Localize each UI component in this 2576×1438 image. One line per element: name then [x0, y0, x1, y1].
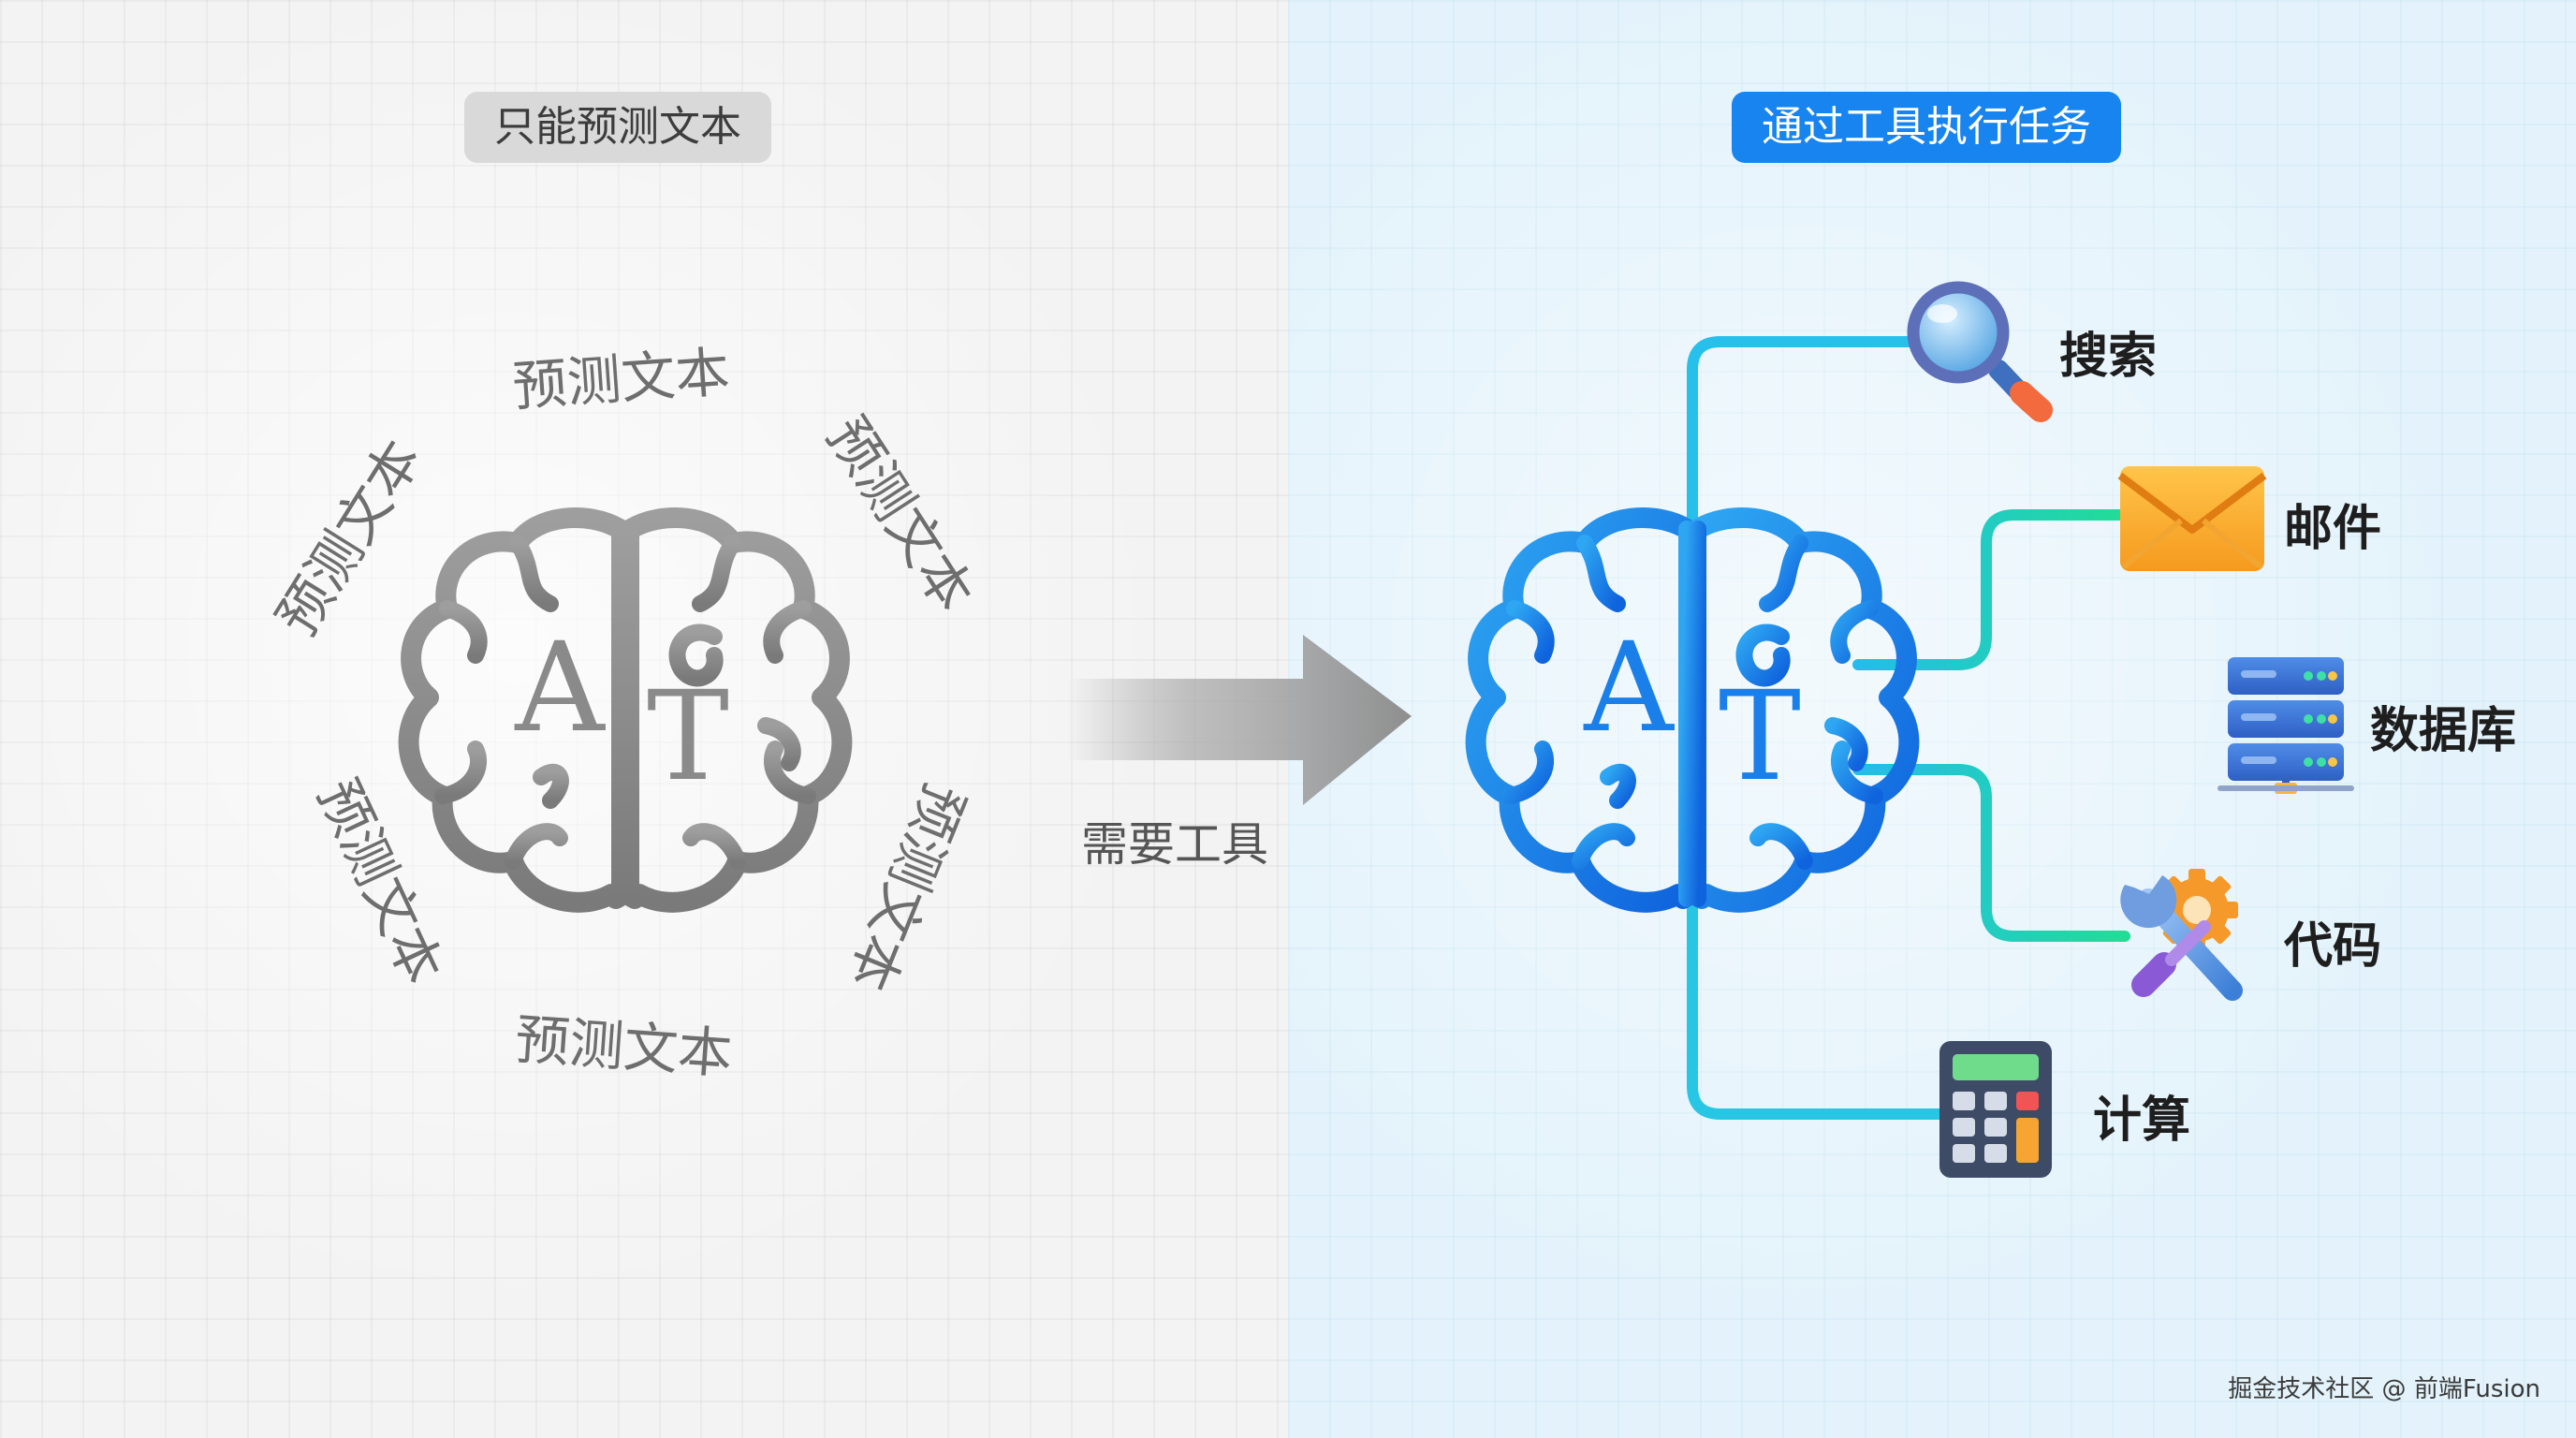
calculator-icon: [1939, 1041, 2052, 1178]
transition-arrow-icon: [1067, 635, 1412, 805]
tool-label-search: 搜索: [2059, 329, 2158, 385]
tool-connectors: [1687, 336, 2233, 1120]
blue-brain-icon: [1476, 518, 1910, 902]
blue-brain-letter-a: A: [1583, 616, 1675, 760]
ring-label-top-left: 预测文本: [265, 429, 434, 647]
left-panel-badge: 只能预测文本: [464, 92, 771, 163]
gray-brain-letter-a: A: [514, 616, 606, 760]
ring-label-top-right: 预测文本: [814, 405, 986, 623]
tool-label-database: 数据库: [2370, 703, 2517, 759]
gray-brain-letter-t: T: [647, 665, 729, 809]
blue-brain-letter-t: T: [1719, 665, 1801, 809]
envelope-icon: [2117, 466, 2267, 571]
wrench-gear-icon: [2120, 869, 2243, 1001]
tool-label-code: 代码: [2284, 918, 2382, 975]
gray-brain-icon: [409, 518, 842, 902]
right-panel-badge: 通过工具执行任务: [1732, 92, 2121, 163]
arrow-label: 需要工具: [1081, 817, 1268, 872]
watermark: 掘金技术社区 @ 前端Fusion: [2228, 1375, 2540, 1403]
ring-label-bottom-right: 预测文本: [837, 774, 977, 1000]
magnifier-icon: [1907, 281, 2053, 422]
right-panel: [1288, 0, 2576, 1438]
tool-label-email: 邮件: [2284, 501, 2382, 557]
ring-label-bottom: 预测文本: [513, 1007, 734, 1086]
ring-label-top: 预测文本: [511, 340, 732, 418]
tool-label-calculate: 计算: [2093, 1093, 2191, 1149]
database-server-icon: [2217, 657, 2354, 794]
